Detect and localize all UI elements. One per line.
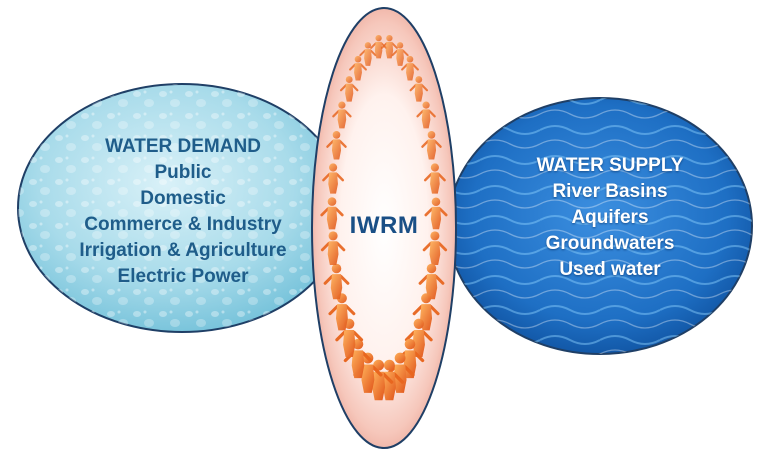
person-figure-icon bbox=[391, 42, 409, 66]
water-demand-ellipse bbox=[17, 83, 347, 333]
person-figure-icon bbox=[370, 35, 388, 59]
person-figure-icon bbox=[323, 263, 350, 300]
person-figure-icon bbox=[409, 76, 429, 102]
person-figure-icon bbox=[320, 231, 346, 266]
water-supply-label-group: WATER SUPPLY River Basins Aquifers Groun… bbox=[500, 153, 720, 283]
demand-item-electric-power: Electric Power bbox=[117, 266, 249, 287]
person-figure-icon bbox=[326, 131, 347, 160]
person-figure-icon bbox=[418, 263, 445, 300]
supply-item-used-water: Used water bbox=[559, 259, 661, 280]
person-figure-icon bbox=[339, 76, 359, 102]
person-figure-icon bbox=[401, 55, 419, 81]
person-figure-icon bbox=[422, 231, 448, 266]
demand-item-domestic: Domestic bbox=[140, 188, 226, 209]
person-figure-icon bbox=[404, 318, 433, 358]
supply-item-groundwaters: Groundwaters bbox=[545, 233, 675, 254]
demand-item-commerce-industry: Commerce & Industry bbox=[84, 214, 282, 235]
person-figure-icon bbox=[421, 131, 442, 160]
supply-item-aquifers: Aquifers bbox=[571, 207, 649, 228]
person-figure-icon bbox=[332, 101, 352, 129]
person-figure-icon bbox=[322, 163, 345, 194]
water-supply-heading: WATER SUPPLY bbox=[536, 155, 684, 176]
person-figure-icon bbox=[359, 42, 377, 66]
demand-item-public: Public bbox=[154, 162, 212, 183]
water-supply-ellipse bbox=[447, 97, 753, 355]
person-figure-icon bbox=[423, 163, 446, 194]
person-figure-icon bbox=[328, 293, 356, 331]
people-ring-illustration bbox=[320, 35, 448, 401]
person-figure-icon bbox=[424, 197, 448, 230]
person-figure-icon bbox=[416, 101, 436, 129]
supply-item-river-basins: River Basins bbox=[552, 181, 668, 202]
person-figure-icon bbox=[320, 197, 344, 230]
iwrm-title: IWRM bbox=[349, 212, 419, 239]
person-figure-icon bbox=[335, 318, 364, 358]
person-figure-icon bbox=[349, 55, 367, 81]
person-figure-icon bbox=[380, 35, 398, 59]
demand-item-irrigation-agriculture: Irrigation & Agriculture bbox=[79, 240, 287, 261]
water-demand-label-group: WATER DEMAND Public Domestic Commerce & … bbox=[58, 134, 308, 290]
water-demand-heading: WATER DEMAND bbox=[105, 136, 261, 157]
